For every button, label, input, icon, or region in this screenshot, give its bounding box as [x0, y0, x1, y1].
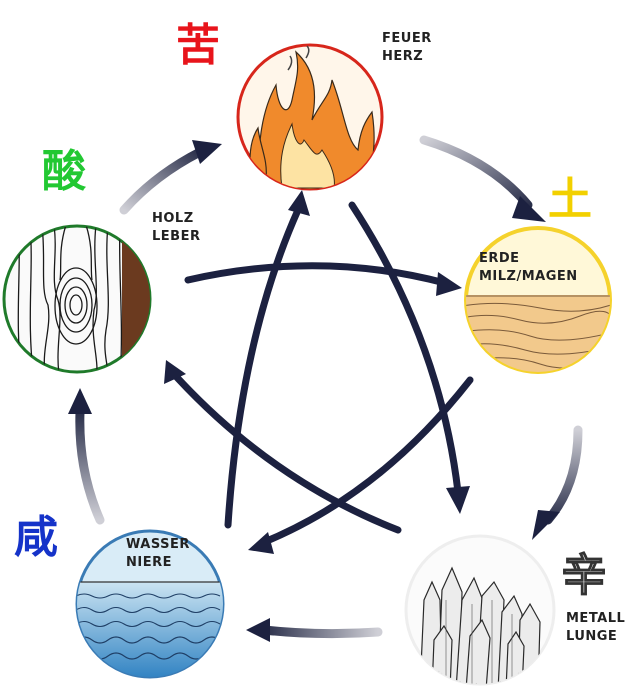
earth-label-line2: MILZ/MAGEN [479, 269, 578, 284]
water-wave-icon [77, 581, 223, 677]
cycle-arrow-metal-to-water [259, 625, 383, 639]
element-metal [404, 534, 556, 686]
cycle-arrowhead-metal [532, 510, 560, 540]
earth-label-line1: ERDE [479, 251, 520, 266]
metal-label-line2: LUNGE [566, 629, 617, 644]
cycle-arrow-water-to-wood [75, 407, 105, 525]
fire-label-line1: FEUER [382, 31, 432, 46]
star-arrow-metal-to-wood [168, 368, 402, 534]
cycle-arrow-earth-to-metal [543, 425, 583, 525]
cycle-arrowhead-water [246, 618, 270, 642]
element-fire [236, 43, 384, 191]
element-water [75, 529, 225, 679]
water-label-line2: NIERE [126, 555, 172, 570]
star-arrow-wood-to-earth [184, 262, 449, 287]
star-arrowhead-wood [164, 360, 186, 384]
cycle-arrowhead-fire [192, 140, 222, 164]
wood-label-line1: HOLZ [152, 211, 194, 226]
earth-sand-icon [466, 295, 610, 372]
cycle-arrow-wood-to-fire [119, 147, 205, 215]
star-arrow-earth-to-water [258, 376, 474, 547]
cycle-arrowhead-wood [68, 388, 92, 414]
star-arrow-water-to-fire [224, 206, 302, 529]
star-arrowhead-water [248, 532, 274, 554]
metal-label-line1: METALL [566, 611, 625, 626]
element-wood [2, 224, 152, 374]
star-arrowhead-fire [288, 190, 310, 216]
water-taste-character: 咸 [14, 512, 58, 563]
fire-label-line2: HERZ [382, 49, 423, 64]
cycle-arrowhead-earth [512, 196, 546, 222]
wood-taste-character: 酸 [42, 146, 87, 197]
star-arrow-fire-to-metal [348, 201, 462, 496]
earth-taste-character: 土 [548, 174, 592, 225]
controlling-star-arrows [164, 190, 474, 554]
wood-label-line2: LEBER [152, 229, 200, 244]
generating-cycle-arrows [68, 135, 583, 642]
water-label-line1: WASSER [126, 537, 190, 552]
star-arrowhead-metal [446, 486, 470, 514]
fire-taste-character: 苦 [176, 20, 220, 71]
cycle-arrow-fire-to-earth [419, 135, 533, 210]
star-arrowhead-earth [436, 272, 462, 296]
metal-taste-character: 辛 [562, 550, 606, 601]
